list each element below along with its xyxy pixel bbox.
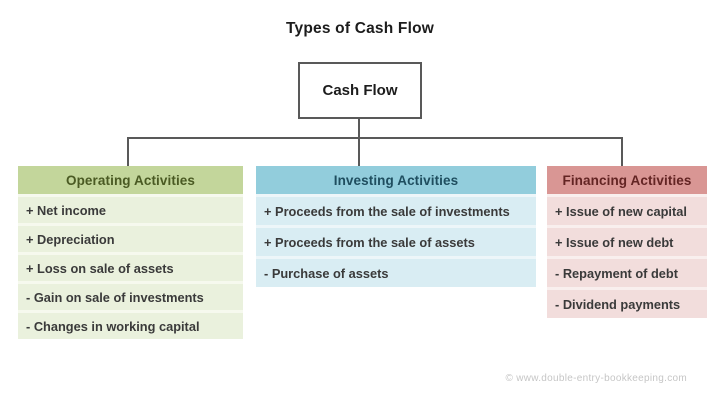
watermark-credit: © www.double-entry-bookkeeping.com <box>505 373 687 384</box>
column-operating: Operating Activities + Net income + Depr… <box>18 166 243 339</box>
list-item: + Proceeds from the sale of assets <box>256 225 536 256</box>
list-item: - Changes in working capital <box>18 310 243 339</box>
list-item: + Issue of new debt <box>547 225 707 256</box>
list-item: + Net income <box>18 194 243 223</box>
connector-stem <box>358 119 360 139</box>
connector-horizontal <box>127 137 623 139</box>
list-item: - Purchase of assets <box>256 256 536 287</box>
list-item: + Issue of new capital <box>547 194 707 225</box>
column-financing: Financing Activities + Issue of new capi… <box>547 166 707 318</box>
cash-flow-node-label: Cash Flow <box>322 82 398 99</box>
column-header-investing: Investing Activities <box>256 166 536 194</box>
cash-flow-node: Cash Flow <box>298 62 422 119</box>
list-item: - Repayment of debt <box>547 256 707 287</box>
list-item: + Depreciation <box>18 223 243 252</box>
connector-drop-left <box>127 137 129 166</box>
list-item: + Loss on sale of assets <box>18 252 243 281</box>
connector-drop-right <box>621 137 623 166</box>
list-item: - Gain on sale of investments <box>18 281 243 310</box>
connector-drop-middle <box>358 137 360 166</box>
list-item: - Dividend payments <box>547 287 707 318</box>
column-investing: Investing Activities + Proceeds from the… <box>256 166 536 287</box>
list-item: + Proceeds from the sale of investments <box>256 194 536 225</box>
page-title: Types of Cash Flow <box>286 20 434 37</box>
column-header-financing: Financing Activities <box>547 166 707 194</box>
column-header-operating: Operating Activities <box>18 166 243 194</box>
